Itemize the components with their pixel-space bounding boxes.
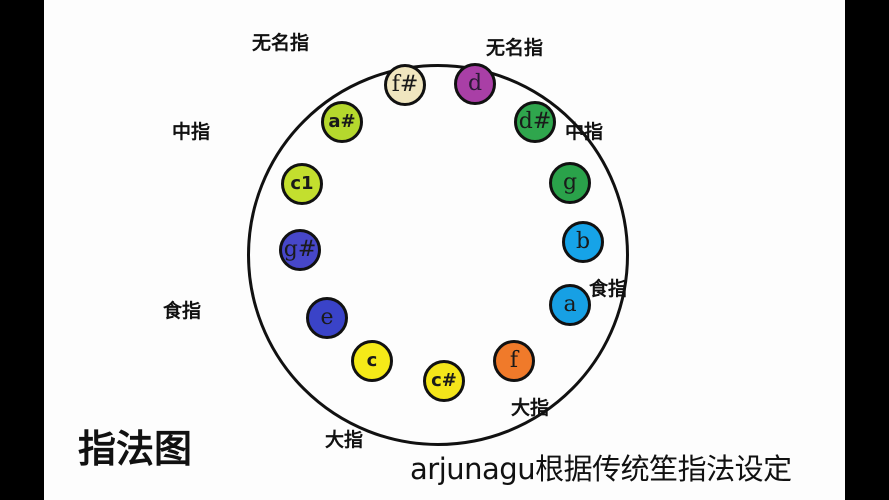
note-circle: b bbox=[562, 221, 604, 263]
diagram-title: 指法图 bbox=[78, 427, 193, 471]
note-label: e bbox=[320, 305, 334, 330]
note-circle: g# bbox=[279, 229, 321, 271]
finger-label: 大指 bbox=[511, 397, 550, 419]
note-label: f# bbox=[391, 72, 419, 97]
note-label: a bbox=[563, 292, 577, 317]
note-label: a# bbox=[328, 111, 356, 132]
note-label: g bbox=[562, 170, 578, 195]
note-label: c# bbox=[431, 370, 457, 391]
note-label: g# bbox=[283, 237, 317, 262]
note-label: d# bbox=[518, 109, 552, 134]
outer-ring bbox=[247, 64, 629, 446]
finger-label: 无名指 bbox=[252, 32, 310, 54]
note-label: c bbox=[366, 350, 378, 371]
note-circle: g bbox=[549, 162, 591, 204]
note-circle: d# bbox=[514, 101, 556, 143]
finger-label: 中指 bbox=[565, 121, 604, 143]
note-label: d bbox=[467, 71, 483, 96]
note-circle: a# bbox=[321, 101, 363, 143]
note-circle: c bbox=[351, 340, 393, 382]
finger-label: 食指 bbox=[163, 300, 202, 322]
note-circle: a bbox=[549, 284, 591, 326]
finger-label: 中指 bbox=[172, 121, 211, 143]
note-circle: f bbox=[493, 340, 535, 382]
note-circle: c# bbox=[423, 360, 465, 402]
finger-label: 无名指 bbox=[486, 37, 544, 59]
note-circle: e bbox=[306, 297, 348, 339]
caption-text: arjunagu根据传统笙指法设定 bbox=[410, 452, 792, 486]
note-circle: d bbox=[454, 63, 496, 105]
note-label: c1 bbox=[290, 173, 314, 194]
note-circle: c1 bbox=[281, 163, 323, 205]
finger-label: 大指 bbox=[325, 429, 364, 451]
note-label: f bbox=[509, 348, 519, 373]
note-label: b bbox=[575, 229, 591, 254]
note-circle: f# bbox=[384, 64, 426, 106]
finger-label: 食指 bbox=[589, 278, 628, 300]
